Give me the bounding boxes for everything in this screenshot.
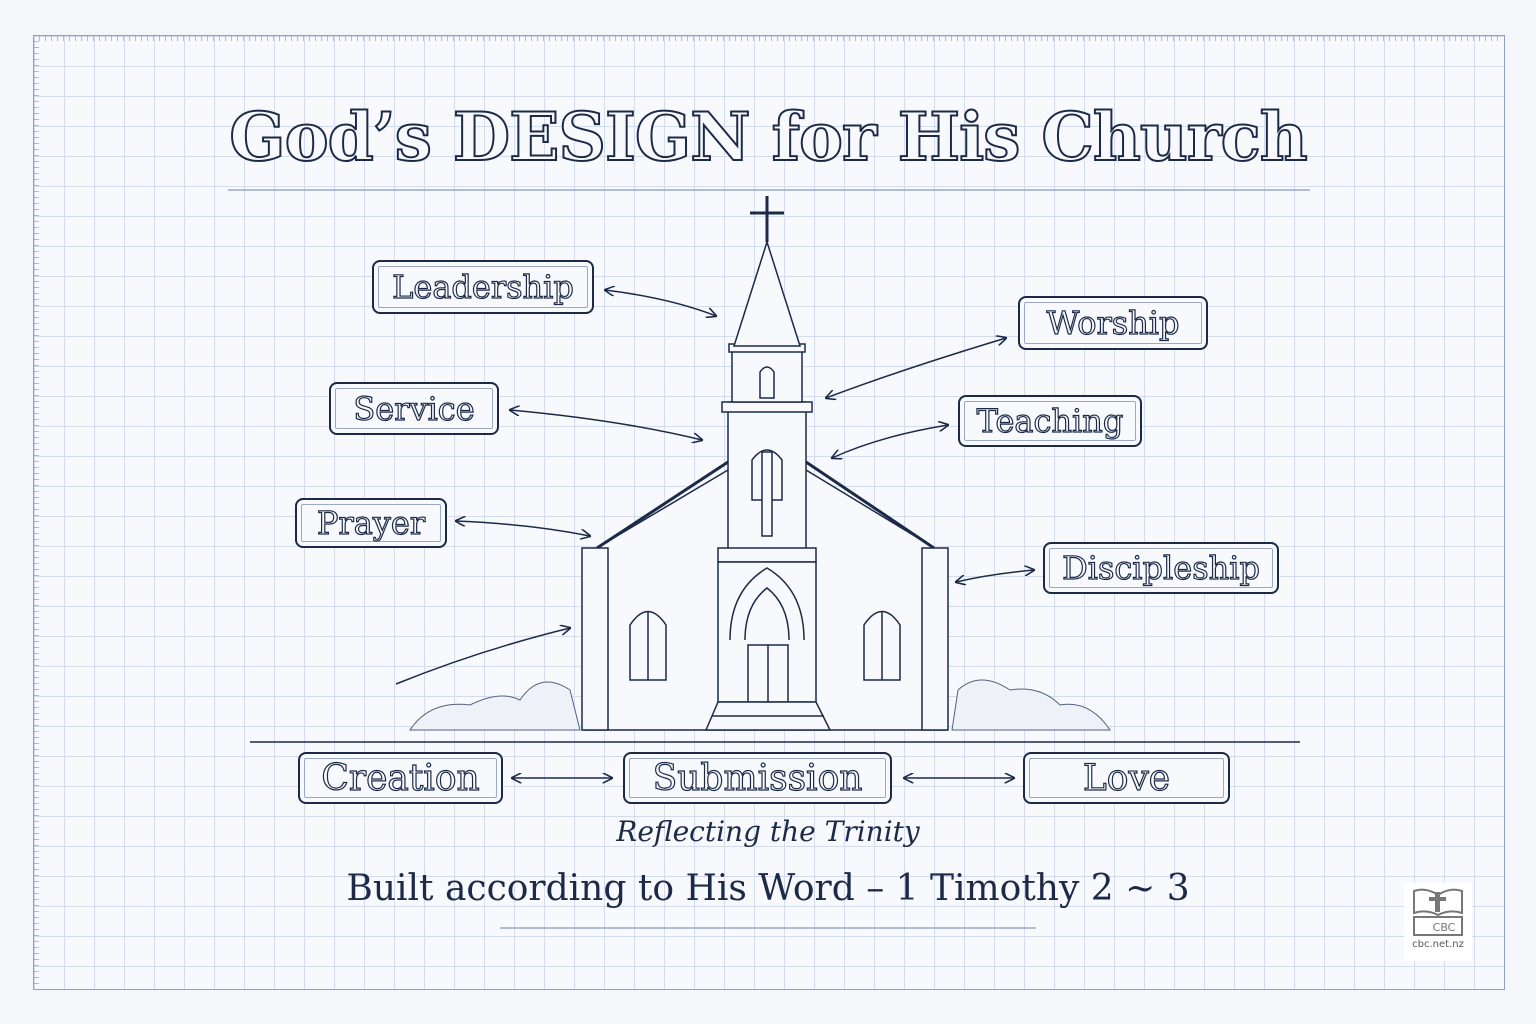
label-creation: Creation: [298, 752, 503, 804]
bible-cross-icon: CBC: [1413, 888, 1463, 936]
page-title: God’s DESIGN for His Church: [228, 97, 1309, 177]
label-worship: Worship: [1018, 296, 1208, 350]
label-service: Service: [329, 382, 499, 435]
logo-url: cbc.net.nz: [1412, 939, 1464, 950]
logo-badge: CBC: [1433, 921, 1456, 934]
label-teaching: Teaching: [958, 395, 1142, 447]
cbc-logo: CBC cbc.net.nz: [1404, 883, 1472, 961]
top-ruler: [33, 35, 1503, 49]
label-submission: Submission: [623, 752, 892, 804]
label-prayer: Prayer: [295, 498, 447, 548]
left-ruler: [33, 35, 47, 988]
connector-arrows: [456, 290, 1034, 778]
label-leadership: Leadership: [372, 260, 594, 314]
church: [581, 196, 949, 731]
scripture-reference: Built according to His Word – 1 Timothy …: [346, 868, 1190, 909]
subtitle: Reflecting the Trinity: [616, 815, 920, 848]
label-discipleship: Discipleship: [1043, 542, 1279, 594]
label-love: Love: [1023, 752, 1230, 804]
shrubs: [409, 679, 1111, 731]
